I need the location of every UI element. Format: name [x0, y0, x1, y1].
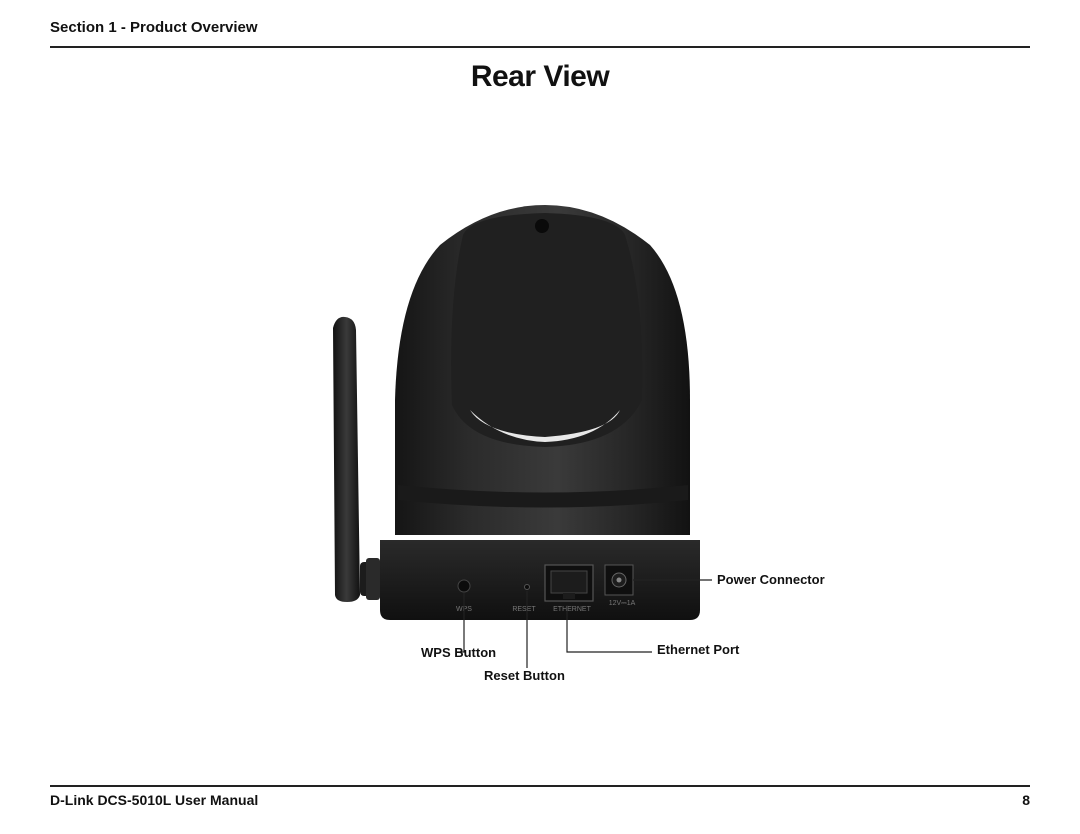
page-title: Rear View — [470, 60, 610, 93]
power-rating-label: 12V⎓1A — [609, 600, 636, 607]
footer-divider — [50, 785, 1030, 787]
manual-title: D-Link DCS-5010L User Manual — [50, 792, 259, 808]
section-header: Section 1 - Product Overview — [50, 19, 258, 36]
power-connector-callout: Power Connector — [717, 572, 825, 587]
page-number: 8 — [1022, 792, 1030, 808]
header-divider — [50, 46, 1030, 48]
callout-lines — [457, 579, 712, 668]
camera-body — [395, 205, 690, 535]
ethernet-port-callout: Ethernet Port — [657, 642, 740, 657]
wps-button-leader — [457, 593, 465, 653]
ethernet-label: ETHERNET — [553, 606, 591, 613]
reset-label: RESET — [512, 606, 536, 613]
reset-button-callout: Reset Button — [484, 668, 565, 683]
wps-button-callout: WPS Button — [421, 645, 497, 660]
ethernet-port-leader — [566, 605, 652, 653]
antenna — [333, 316, 382, 602]
camera-base: WPS RESET ETHERNET 12V⎓1A — [380, 540, 700, 620]
